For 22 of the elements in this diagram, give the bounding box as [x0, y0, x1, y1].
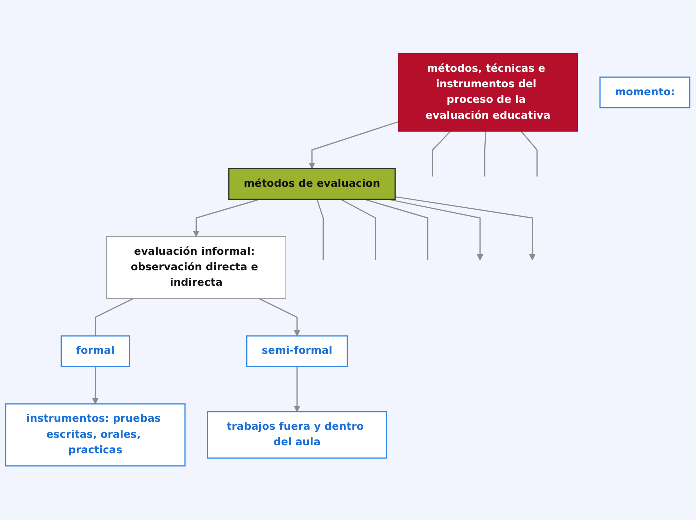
connector-line [316, 199, 324, 260]
arrow [308, 121, 399, 170]
topic-box: semi-formal [246, 336, 348, 368]
arrow [294, 366, 301, 412]
connector-line [364, 198, 429, 260]
connector-line [432, 131, 452, 177]
arrow [92, 366, 99, 404]
connector-line [95, 298, 134, 336]
connector-line [520, 131, 538, 177]
topic-box: trabajos fuera y dentro del aula [207, 411, 388, 459]
topic-box: evaluación informal: observación directa e indirecta [106, 236, 286, 300]
arrow [259, 298, 301, 336]
topic-box: métodos de evaluacion [228, 168, 396, 200]
topic-box: momento: [600, 76, 691, 109]
connector-line [484, 132, 487, 177]
arrow [388, 198, 484, 261]
topic-box: métodos, técnicas e instrumentos del proceso de la evaluación educativa [398, 53, 578, 132]
topic-box: formal [60, 336, 130, 368]
connector-line [340, 199, 376, 260]
arrow [193, 198, 260, 238]
topic-box: instrumentos: pruebas escritas, orales, practicas [5, 404, 186, 467]
arrow [395, 196, 536, 261]
